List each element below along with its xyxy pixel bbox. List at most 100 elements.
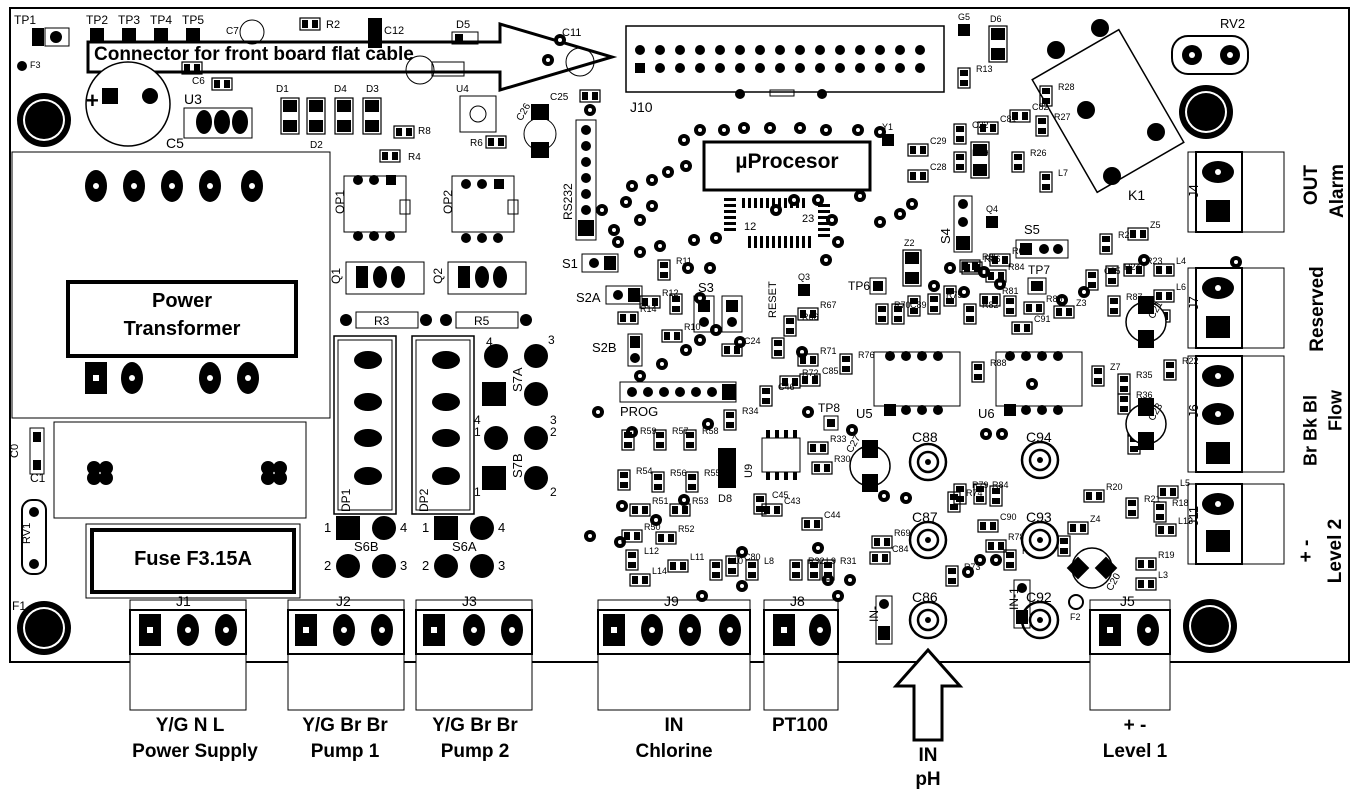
svg-text:TP7: TP7 — [1028, 263, 1050, 277]
svg-text:C87: C87 — [912, 509, 938, 525]
svg-text:RESET: RESET — [767, 281, 779, 318]
svg-text:1: 1 — [422, 520, 429, 535]
filter-t1: T1 C1 C0 RV1 — [9, 421, 307, 575]
connector-j3: J3 — [415, 593, 533, 711]
svg-text:R23: R23 — [1146, 256, 1163, 266]
connector-j8: J8 — [763, 593, 839, 711]
svg-text:Z7: Z7 — [1110, 362, 1121, 372]
svg-text:R4: R4 — [408, 152, 421, 163]
svg-text:4: 4 — [474, 413, 481, 427]
svg-text:C80: C80 — [744, 552, 761, 562]
svg-text:DP1: DP1 — [339, 488, 353, 512]
svg-text:F2: F2 — [1070, 612, 1081, 622]
svg-text:D3: D3 — [366, 84, 379, 95]
j1-pins-label: Y/G N L — [155, 715, 225, 736]
svg-text:R14: R14 — [640, 304, 657, 314]
svg-text:R78: R78 — [1008, 532, 1025, 542]
svg-text:R59: R59 — [640, 426, 657, 436]
svg-text:TP3: TP3 — [118, 13, 140, 27]
ph-label-line2: pH — [915, 769, 941, 790]
connector-j11: J11 — [1186, 483, 1285, 565]
svg-text:C90: C90 — [1000, 512, 1017, 522]
svg-text:C1: C1 — [30, 471, 46, 485]
svg-text:R76: R76 — [858, 350, 875, 360]
svg-text:R25: R25 — [1118, 230, 1135, 240]
connector-j6: J6 — [1186, 355, 1285, 473]
svg-text:RV2: RV2 — [1220, 16, 1245, 31]
svg-text:DP2: DP2 — [417, 488, 431, 512]
svg-text:J11: J11 — [1186, 506, 1201, 526]
svg-text:1: 1 — [474, 485, 481, 499]
svg-text:23: 23 — [802, 213, 814, 225]
svg-text:TP2: TP2 — [86, 13, 108, 27]
svg-text:S2B: S2B — [592, 340, 617, 355]
svg-text:J1: J1 — [176, 593, 191, 609]
varistor-rv2: RV2 — [1171, 16, 1249, 75]
svg-text:C92: C92 — [1026, 589, 1052, 605]
svg-text:S7B: S7B — [510, 453, 525, 478]
connector-j7: J7 — [1186, 267, 1285, 349]
svg-text:C6: C6 — [192, 76, 205, 87]
svg-text:4: 4 — [400, 520, 407, 535]
svg-text:L8: L8 — [764, 556, 774, 566]
j3-function-label: Pump 2 — [440, 741, 510, 762]
svg-text:TP6: TP6 — [848, 279, 870, 293]
svg-text:J2: J2 — [336, 593, 351, 609]
svg-text:R3: R3 — [374, 314, 390, 328]
svg-text:Q1: Q1 — [329, 268, 343, 284]
svg-text:+: + — [86, 88, 99, 113]
svg-text:C24: C24 — [744, 336, 761, 346]
j6-label-line1: Br Bk Bl — [1300, 395, 1321, 467]
svg-text:S2A: S2A — [576, 290, 601, 305]
svg-text:R10: R10 — [684, 322, 701, 332]
j3-pins-label: Y/G Br Br — [432, 715, 518, 736]
svg-text:R50: R50 — [644, 522, 661, 532]
svg-text:Y1: Y1 — [882, 122, 893, 132]
svg-text:C28: C28 — [930, 162, 947, 172]
svg-text:C88: C88 — [912, 429, 938, 445]
svg-text:R80: R80 — [1046, 294, 1063, 304]
connector-j1: J1 — [129, 593, 247, 711]
svg-text:R56: R56 — [670, 468, 687, 478]
svg-text:U9: U9 — [743, 464, 755, 478]
svg-text:F1: F1 — [12, 599, 26, 613]
j1-function-label: Power Supply — [132, 741, 258, 762]
svg-text:R66: R66 — [802, 312, 819, 322]
svg-text:L12: L12 — [644, 546, 659, 556]
svg-text:R22: R22 — [1182, 356, 1199, 366]
svg-text:S7A: S7A — [510, 367, 525, 392]
j7-label: Reserved — [1307, 266, 1328, 352]
test-points-tp6-tp8: TP6 TP7 TP8 — [818, 263, 1050, 431]
svg-text:J3: J3 — [462, 593, 477, 609]
svg-text:R58: R58 — [702, 426, 719, 436]
svg-text:1: 1 — [324, 520, 331, 535]
ic-u9: U9 D8 — [718, 430, 801, 505]
svg-text:R54: R54 — [636, 466, 653, 476]
j6-label-line2: Flow — [1325, 390, 1346, 431]
svg-text:3: 3 — [400, 558, 407, 573]
optocouplers-op1-op2: OP1 OP2 — [333, 175, 519, 243]
svg-text:R5: R5 — [474, 314, 490, 328]
svg-text:R26: R26 — [1030, 148, 1047, 158]
svg-text:C11: C11 — [562, 27, 581, 39]
svg-text:L7: L7 — [1058, 168, 1068, 178]
j9-pins-label: IN — [664, 715, 684, 736]
svg-text:D1: D1 — [276, 84, 289, 95]
svg-text:OP2: OP2 — [441, 190, 455, 214]
svg-text:R33: R33 — [830, 434, 847, 444]
svg-text:R18: R18 — [1172, 498, 1189, 508]
j8-label: PT100 — [772, 715, 828, 736]
svg-text:C94: C94 — [1026, 429, 1052, 445]
svg-text:F3: F3 — [30, 60, 41, 70]
svg-text:R72: R72 — [802, 368, 819, 378]
svg-text:3: 3 — [548, 333, 555, 347]
svg-text:D2: D2 — [310, 140, 323, 151]
svg-text:L5: L5 — [1180, 478, 1190, 488]
svg-text:C7: C7 — [226, 26, 239, 37]
svg-text:L3: L3 — [1158, 570, 1168, 580]
svg-text:R21: R21 — [1144, 494, 1161, 504]
svg-text:R20: R20 — [1106, 482, 1123, 492]
